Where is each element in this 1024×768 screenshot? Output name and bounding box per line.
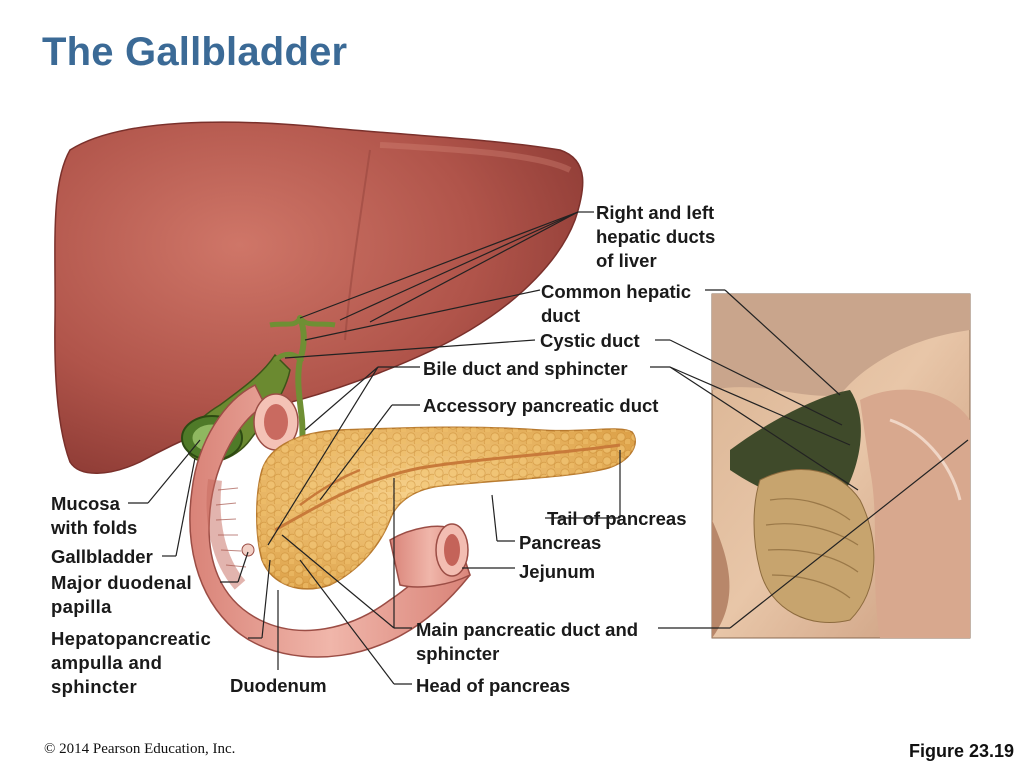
label-main-pancreatic-duct: Main pancreatic duct and sphincter [416,618,638,666]
label-accessory-pancreatic-duct: Accessory pancreatic duct [423,395,659,416]
label-right-left-hepatic-ducts: Right and left hepatic ducts of liver [596,201,715,273]
label-mucosa-with-folds: Mucosa with folds [51,492,137,540]
label-line: hepatic ducts [596,226,716,247]
label-line: papilla [51,596,112,617]
label-line: sphincter [416,643,500,664]
label-cystic-duct: Cystic duct [540,330,640,351]
label-common-hepatic-duct: Common hepatic duct [541,280,691,328]
label-gallbladder: Gallbladder [51,546,153,567]
label-line: ampulla and [51,652,163,673]
copyright-notice: © 2014 Pearson Education, Inc. [44,741,236,757]
figure-number: Figure 23.19 [908,741,1014,761]
label-hepatopancreatic-ampulla: Hepatopancreatic ampulla and sphincter [51,627,211,699]
label-tail-of-pancreas: Tail of pancreas [547,508,687,529]
label-line: Common hepatic [541,281,692,302]
label-line: Right and left [596,202,715,223]
label-line: Hepatopancreatic [51,628,212,649]
label-line: duct [541,305,581,326]
label-bile-duct: Bile duct and sphincter [423,358,628,379]
leader-lines [128,211,969,685]
label-line: with folds [51,517,138,538]
label-line: of liver [596,250,657,271]
label-line: Mucosa [51,493,120,514]
label-line: Main pancreatic duct and [416,619,639,640]
cadaver-photo-inset [711,293,971,639]
label-major-duodenal-papilla: Major duodenal papilla [51,571,192,619]
label-jejunum: Jejunum [519,561,596,582]
major-duodenal-papilla [241,543,255,557]
label-head-of-pancreas: Head of pancreas [416,675,571,696]
label-line: sphincter [51,676,137,697]
label-duodenum: Duodenum [230,675,327,696]
page-title: The Gallbladder [42,30,348,74]
liver [54,121,584,474]
label-pancreas: Pancreas [519,532,602,553]
label-line: Major duodenal [51,572,192,593]
